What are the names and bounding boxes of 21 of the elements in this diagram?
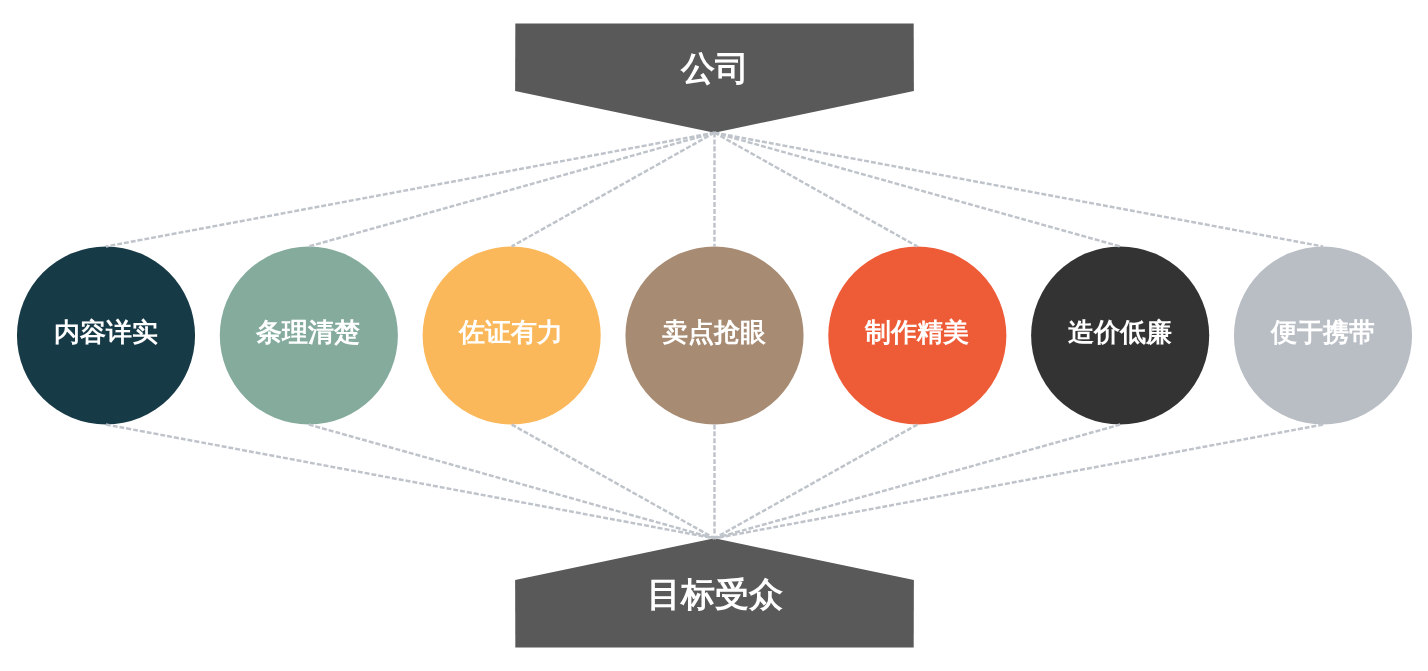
connector bbox=[713, 131, 918, 248]
connector bbox=[308, 423, 715, 540]
connector bbox=[713, 131, 1120, 248]
node-circle: 条理清楚 bbox=[219, 246, 398, 425]
connector bbox=[713, 423, 1120, 540]
connector bbox=[713, 131, 1323, 248]
connector bbox=[510, 423, 715, 540]
connector bbox=[510, 131, 715, 248]
node-circle: 制作精美 bbox=[827, 246, 1006, 425]
connector bbox=[713, 423, 1323, 540]
connector bbox=[105, 423, 715, 540]
connector bbox=[308, 131, 715, 248]
node-circle: 造价低廉 bbox=[1030, 246, 1209, 425]
connector bbox=[713, 423, 918, 540]
connector bbox=[712, 132, 716, 247]
node-circle: 卖点抢眼 bbox=[624, 246, 804, 425]
node-circle: 内容详实 bbox=[16, 246, 195, 425]
connector bbox=[105, 131, 715, 248]
node-circle: 佐证有力 bbox=[422, 246, 601, 425]
node-circle: 便于携带 bbox=[1233, 246, 1412, 425]
connector bbox=[712, 424, 716, 539]
